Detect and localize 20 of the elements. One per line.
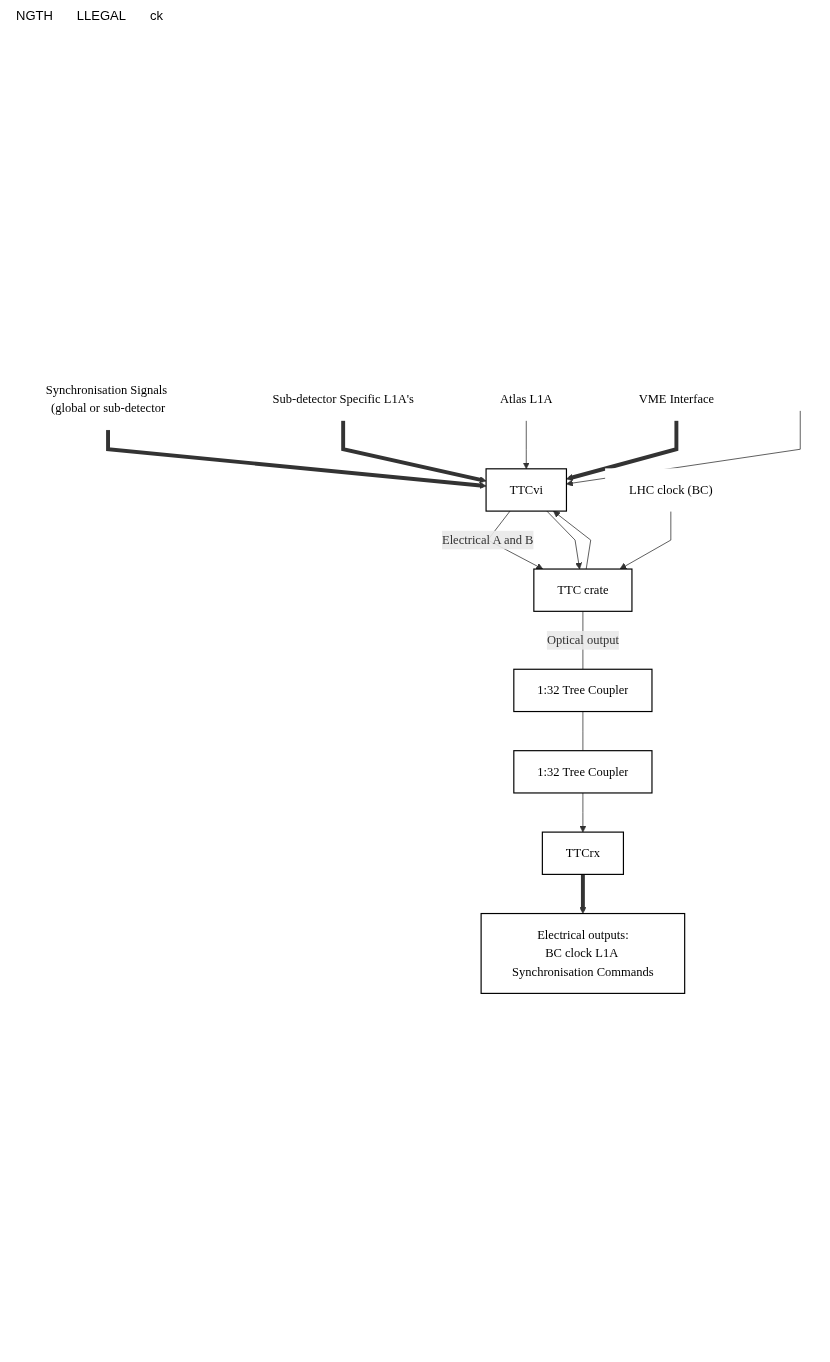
arrow (579, 874, 587, 914)
fragment-text: ck (150, 8, 163, 23)
arrow (341, 420, 487, 484)
edge-label: Optical output (546, 633, 619, 647)
node-box: TTCrx (541, 831, 624, 875)
node-box: TTCvi (485, 468, 568, 512)
fragment-text: LLEGAL (76, 8, 126, 23)
arrow (106, 429, 487, 489)
connector (582, 711, 584, 752)
arrow (566, 420, 679, 481)
node-box: TTC crate (533, 568, 633, 612)
edge-label: Electrical A and B (441, 533, 534, 547)
node-text: VME Interface (638, 392, 715, 406)
fragment-text: NGTH (16, 8, 53, 23)
node-box: Electrical outputs: BC clock L1A Synchronisation Commands (480, 912, 686, 994)
node-text: Synchronisation Signals (global or sub-detector (45, 382, 168, 415)
node-box: 1:32 Tree Coupler (513, 668, 653, 713)
node-text: Sub-detector Specific L1A's (272, 392, 414, 406)
node-text: Atlas L1A (499, 392, 553, 406)
node-box: 1:32 Tree Coupler (513, 750, 653, 794)
